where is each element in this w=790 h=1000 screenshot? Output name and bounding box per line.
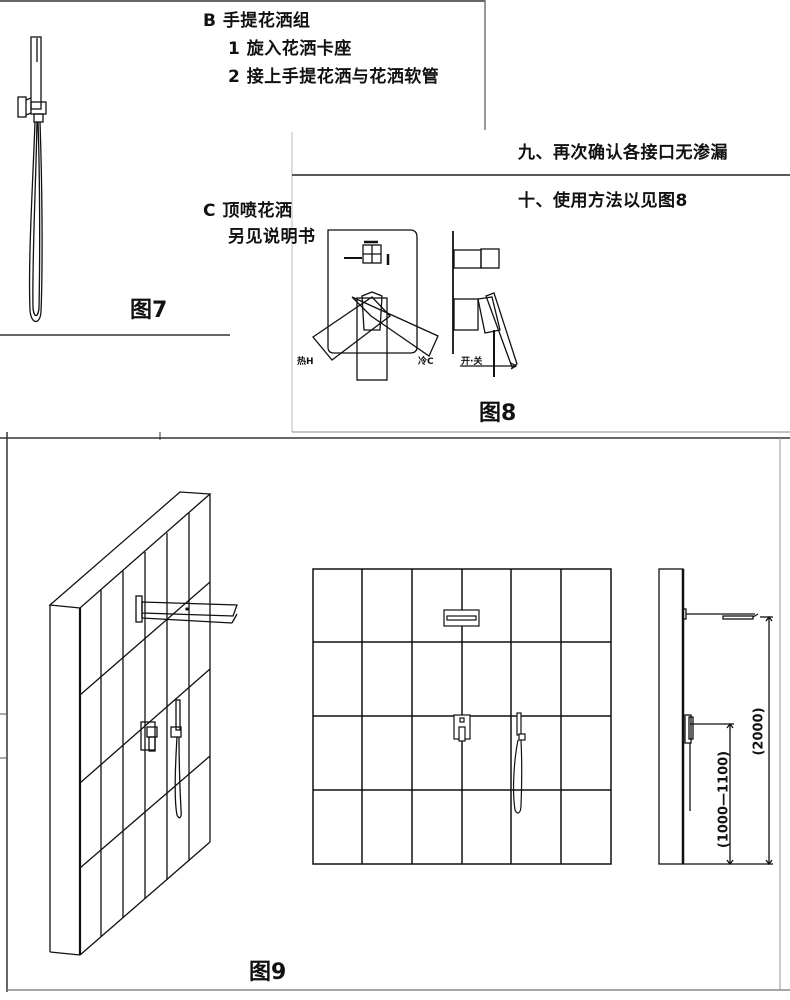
step-9-text: 九、再次确认各接口无渗漏 [518, 143, 728, 163]
figure-7-caption: 图7 [130, 298, 168, 323]
section-b-step-1: 1 旋入花洒卡座 [228, 39, 352, 59]
figure-8-caption: 图8 [479, 401, 517, 426]
cold-label: 冷C [418, 357, 434, 367]
on-off-label: 开·关 [461, 357, 483, 367]
section-c-note: 另见说明书 [228, 227, 316, 247]
head-height-dimension: (2000) [751, 707, 767, 756]
figure-9-caption: 图9 [249, 960, 287, 985]
section-c-title: C 顶喷花洒 [203, 201, 293, 221]
hot-label: 热H [297, 357, 314, 367]
section-b-title: B 手提花洒组 [203, 11, 311, 31]
mixer-height-dimension: (1000—1100) [716, 750, 732, 849]
step-10-text: 十、使用方法以见图8 [518, 191, 688, 211]
section-b-step-2: 2 接上手提花洒与花洒软管 [228, 67, 440, 87]
